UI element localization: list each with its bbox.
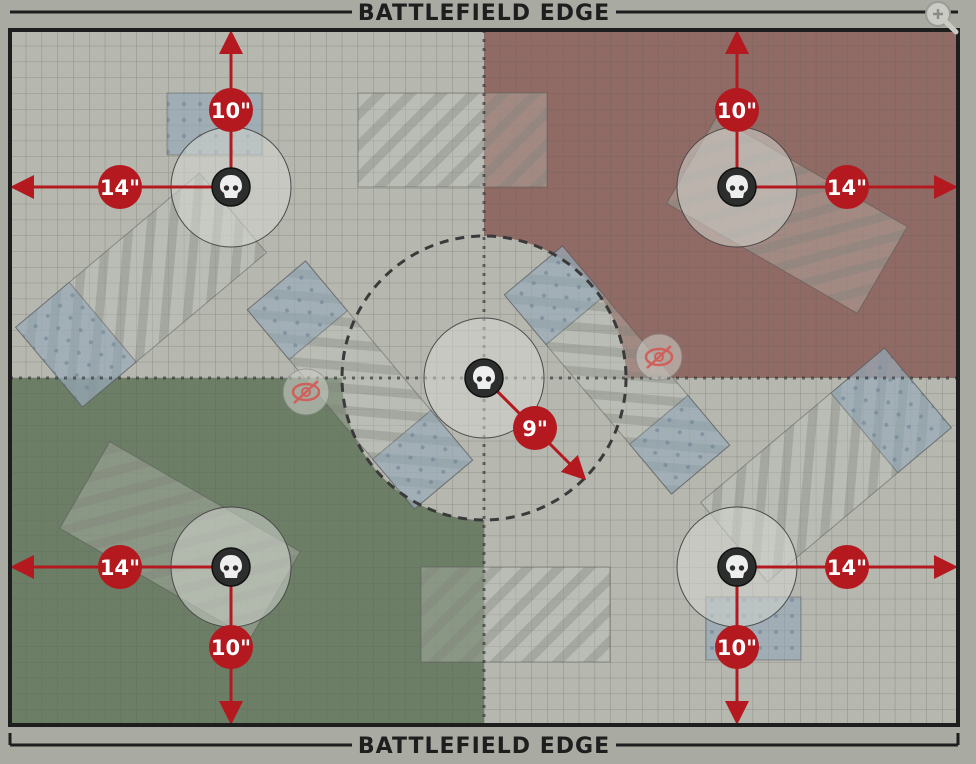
terrain-ruin-top — [357, 92, 548, 188]
bottom-edge-label: BATTLEFIELD EDGE — [358, 734, 610, 759]
distance-badge: 14" — [98, 545, 142, 589]
distance-label: 14" — [827, 176, 867, 200]
eye-slash-icon — [282, 368, 330, 416]
terrain-ruin-center-right — [503, 245, 731, 495]
top-edge-label: BATTLEFIELD EDGE — [358, 1, 610, 26]
distance-label: 10" — [211, 636, 251, 660]
distance-label: 9" — [522, 417, 548, 441]
distance-badge: 10" — [209, 625, 253, 669]
skull-icon[interactable] — [211, 167, 251, 207]
bottom-edge-marker: BATTLEFIELD EDGE — [8, 733, 960, 759]
skull-icon[interactable] — [717, 547, 757, 587]
board-border — [8, 28, 960, 727]
top-edge-marker: BATTLEFIELD EDGE — [10, 1, 958, 26]
distance-label: 10" — [717, 636, 757, 660]
distance-label: 14" — [100, 556, 140, 580]
distance-badge: 10" — [209, 88, 253, 132]
distance-badge: 9" — [513, 406, 557, 450]
distance-badge: 14" — [825, 545, 869, 589]
skull-icon[interactable] — [464, 358, 504, 398]
terrain-ruin-bottom — [420, 566, 611, 663]
center-exclusion-circle — [340, 234, 628, 522]
distance-label: 14" — [100, 176, 140, 200]
distance-badges: 10" 14" 10" 14" 10" 14" 10" 14" 9" — [98, 88, 869, 669]
distance-badge: 10" — [715, 625, 759, 669]
terrain-ruin-center-left — [246, 260, 474, 510]
zoom-in-icon[interactable] — [925, 1, 959, 35]
eye-slash-icon — [635, 333, 683, 381]
distance-badge: 14" — [98, 165, 142, 209]
distance-badge: 14" — [825, 165, 869, 209]
distance-label: 10" — [211, 99, 251, 123]
distance-badge: 10" — [715, 88, 759, 132]
skull-icon[interactable] — [211, 547, 251, 587]
distance-label: 10" — [717, 99, 757, 123]
skull-icon[interactable] — [717, 167, 757, 207]
distance-label: 14" — [827, 556, 867, 580]
